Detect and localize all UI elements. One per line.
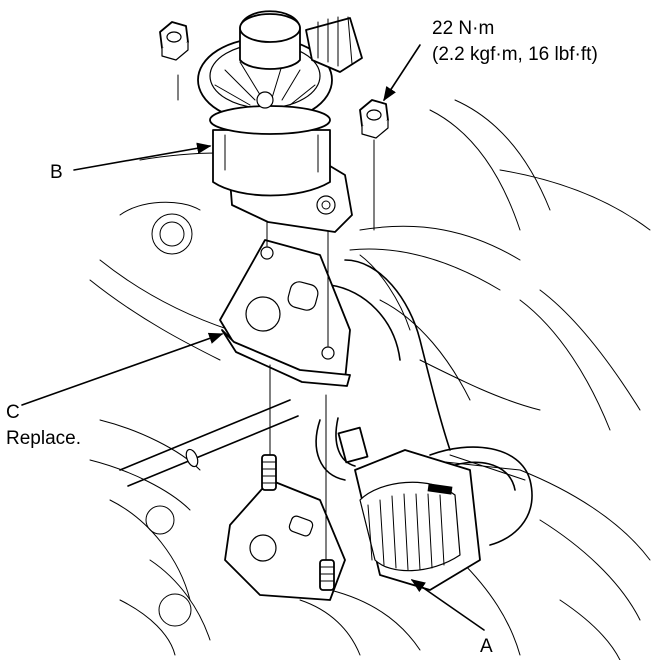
leader-torque [383, 44, 421, 102]
nut-right [359, 99, 389, 139]
sensor-assembly-a [315, 417, 533, 591]
torque-spec-line2: (2.2 kgf·m, 16 lbf·ft) [432, 44, 598, 65]
leader-c [21, 332, 224, 406]
label-c: C [6, 402, 20, 423]
label-b: B [50, 162, 63, 183]
egr-valve-b [197, 10, 363, 233]
torque-spec-line1: 22 N·m [432, 18, 494, 39]
gasket-c [219, 239, 351, 387]
nut-left [159, 21, 189, 61]
leader-b [73, 142, 212, 171]
intake-mount-flange [224, 454, 346, 601]
label-a: A [480, 636, 493, 657]
engine-background [89, 99, 651, 660]
label-c-replace-note: Replace. [6, 428, 81, 449]
leader-a [410, 579, 485, 631]
leader-lines [21, 44, 485, 631]
callout-labels: 22 N·m (2.2 kgf·m, 16 lbf·ft) B C Replac… [6, 18, 598, 657]
